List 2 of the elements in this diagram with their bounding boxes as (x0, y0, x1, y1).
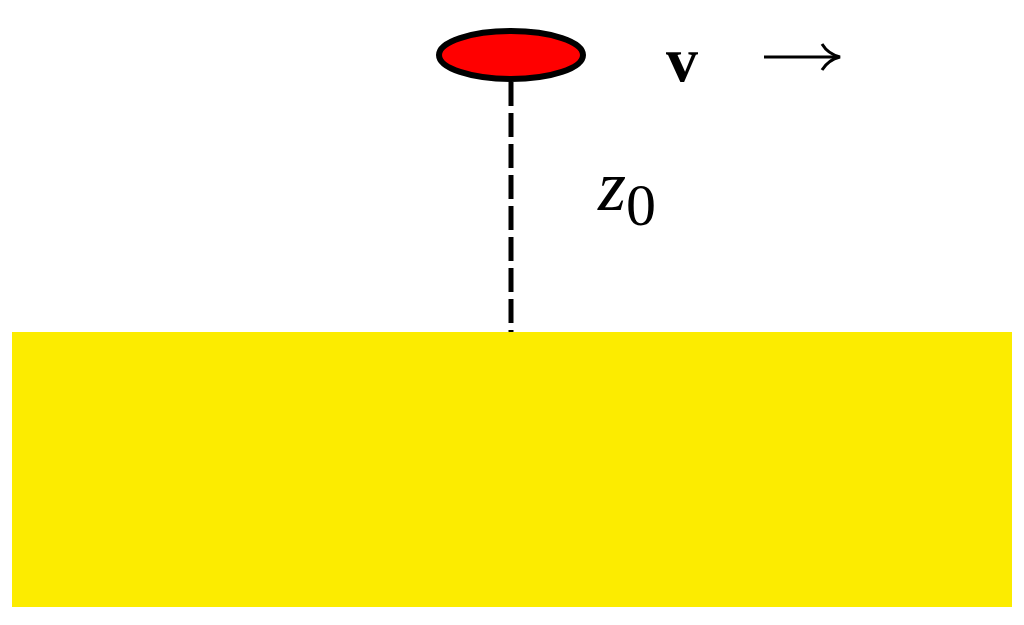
height-label: z$_{0}$ (598, 150, 657, 236)
velocity-label: v (666, 28, 698, 92)
